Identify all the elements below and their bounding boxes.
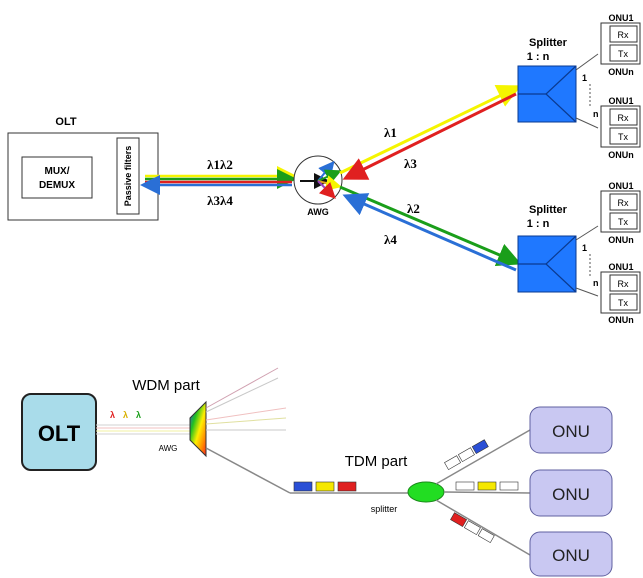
splitter-upper: Splitter 1 : n 1 n bbox=[517, 37, 599, 129]
rx-label: Rx bbox=[618, 198, 629, 208]
onu-group-4: ONU1 Rx Tx ONUn bbox=[600, 262, 641, 325]
tx-label: Tx bbox=[618, 217, 628, 227]
splitter-ratio: 1 : n bbox=[527, 218, 550, 230]
splitter-port-n: n bbox=[593, 278, 599, 288]
splitter-title: Splitter bbox=[529, 204, 568, 216]
bottom-olt-label: OLT bbox=[38, 421, 81, 446]
demux-label: DEMUX bbox=[39, 180, 75, 191]
fiber-lambda1 bbox=[339, 85, 522, 175]
lambda-2-label: λ2 bbox=[407, 201, 420, 216]
passive-filters-label: Passive filters bbox=[123, 146, 133, 207]
mux-demux-box bbox=[21, 156, 93, 199]
olt-awg-fiber-bottom bbox=[96, 424, 190, 435]
olt-lambda-green: λ bbox=[136, 410, 141, 420]
tx-label: Tx bbox=[618, 298, 628, 308]
bottom-awg-prism bbox=[189, 400, 207, 458]
tx-label: Tx bbox=[618, 49, 628, 59]
rx-label: Rx bbox=[618, 113, 629, 123]
olt-lambda-yellow: λ bbox=[123, 410, 128, 420]
lambda-3-label: λ3 bbox=[404, 156, 417, 171]
drop-fiber-3 bbox=[435, 499, 531, 556]
splitter-port-1: 1 bbox=[582, 243, 587, 253]
fiber-lambda3 bbox=[342, 92, 517, 180]
bottom-splitter-label: splitter bbox=[371, 504, 398, 514]
fiber-lambda2 bbox=[339, 185, 522, 266]
bottom-awg-label: AWG bbox=[159, 444, 178, 453]
onu-label: ONU bbox=[552, 546, 590, 565]
onu-last-label: ONUn bbox=[608, 235, 634, 245]
onu-group-3: ONU1 Rx Tx ONUn bbox=[600, 181, 641, 245]
mux-label: MUX/ bbox=[45, 166, 70, 177]
splitter-lower: Splitter 1 : n 1 n bbox=[517, 204, 599, 297]
rx-label: Rx bbox=[618, 30, 629, 40]
passive-filters-box bbox=[116, 137, 140, 215]
onu-label: ONU bbox=[552, 485, 590, 504]
awg-internal-arrows bbox=[300, 160, 342, 199]
splitter-port-1: 1 bbox=[582, 73, 587, 83]
lambda-3-4-label: λ3λ4 bbox=[207, 193, 233, 208]
olt-lambda-red: λ bbox=[110, 410, 115, 420]
lambda-1-2-label: λ1λ2 bbox=[207, 157, 233, 172]
drop-fiber-1 bbox=[435, 429, 531, 485]
onu-group-2: ONU1 Rx Tx ONUn bbox=[600, 96, 641, 160]
bottom-onu-2: ONU bbox=[529, 469, 613, 517]
onu-first-label: ONU1 bbox=[608, 262, 633, 272]
onu-last-label: ONUn bbox=[608, 150, 634, 160]
onu-first-label: ONU1 bbox=[608, 181, 633, 191]
awg-label: AWG bbox=[307, 207, 329, 217]
drop-fiber-2 bbox=[443, 491, 531, 494]
onu-first-label: ONU1 bbox=[608, 96, 633, 106]
rx-label: Rx bbox=[618, 279, 629, 289]
onu-label: ONU bbox=[552, 422, 590, 441]
onu-group-1: ONU1 Rx Tx ONUn bbox=[600, 13, 641, 77]
onu-first-label: ONU1 bbox=[608, 13, 633, 23]
tdm-slots-feeder bbox=[293, 481, 357, 492]
olt-awg-fibers bbox=[140, 166, 297, 195]
fiber-lambda4 bbox=[342, 193, 517, 272]
bottom-onu-1: ONU bbox=[529, 406, 613, 454]
tdm-slots-drop-1 bbox=[444, 439, 489, 471]
lambda-1-label: λ1 bbox=[384, 125, 397, 140]
onu-last-label: ONUn bbox=[608, 67, 634, 77]
bottom-onu-3: ONU bbox=[529, 531, 613, 577]
tdm-slots-drop-2 bbox=[455, 481, 519, 491]
bottom-olt-box bbox=[21, 393, 97, 471]
bottom-splitter bbox=[407, 481, 445, 503]
tx-label: Tx bbox=[618, 132, 628, 142]
splitter-title: Splitter bbox=[529, 37, 568, 49]
splitter-port-n: n bbox=[593, 109, 599, 119]
splitter-ratio: 1 : n bbox=[527, 51, 550, 63]
lambda-4-label: λ4 bbox=[384, 232, 397, 247]
onu-last-label: ONUn bbox=[608, 315, 634, 325]
olt-title: OLT bbox=[55, 116, 76, 128]
tdm-part-label: TDM part bbox=[345, 453, 408, 470]
wdm-part-label: WDM part bbox=[132, 377, 200, 394]
tdm-slots-drop-3 bbox=[450, 512, 495, 544]
awg-fanout-fibers bbox=[205, 367, 291, 494]
